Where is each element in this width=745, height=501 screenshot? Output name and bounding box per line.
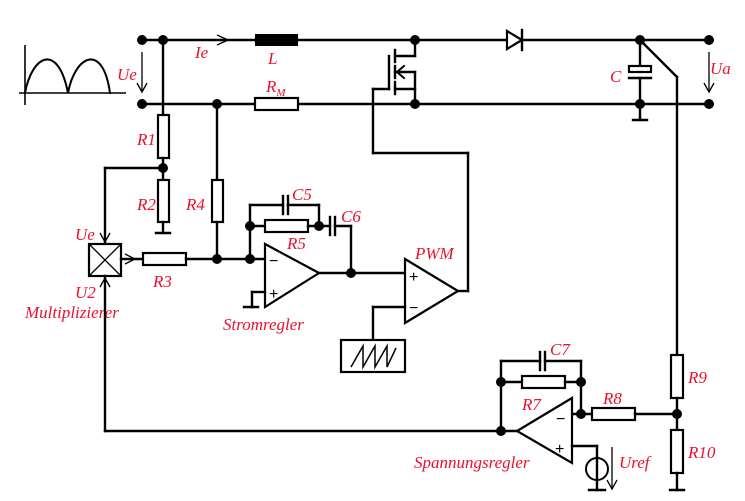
r3-label: R3 <box>152 272 172 291</box>
capacitor-label: C <box>610 67 622 86</box>
resistor-r2 <box>156 178 171 224</box>
r2-label: R2 <box>136 195 156 214</box>
ie-label: Ie <box>194 43 209 62</box>
opamp-plus-sign: + <box>555 441 564 458</box>
multiplier-block <box>87 232 145 288</box>
r8-label: R8 <box>602 389 622 408</box>
stromregler-label: Stromregler <box>223 315 304 334</box>
input-terminal-bottom <box>137 99 147 109</box>
node <box>410 35 420 45</box>
node <box>576 377 586 387</box>
voltage-regulator-feedback <box>499 350 679 433</box>
inductor-label: L <box>267 49 277 68</box>
node <box>314 221 324 231</box>
uref-label: Uref <box>619 453 652 472</box>
node <box>672 409 682 419</box>
r5-label: R5 <box>286 234 306 253</box>
pwm-comparator <box>371 257 461 342</box>
rm-label: RM <box>265 77 286 99</box>
ua-label: Ua <box>710 59 731 78</box>
resistor-r1 <box>156 113 171 160</box>
opamp-minus-sign: − <box>556 411 565 428</box>
voltage-feedback-wire <box>638 38 679 357</box>
inductor-l <box>255 34 298 46</box>
current-regulator-opamp <box>242 242 407 309</box>
ie-current-arrow <box>216 34 230 46</box>
node <box>410 99 420 109</box>
r9-label: R9 <box>687 368 707 387</box>
r10-label: R10 <box>687 443 716 462</box>
diode <box>505 28 525 52</box>
sawtooth-generator <box>339 338 407 374</box>
voltage-regulator-opamp <box>514 396 609 492</box>
multiplizierer-label: Multiplizierer <box>24 303 119 322</box>
opamp-minus-sign: − <box>269 253 278 270</box>
pwm-label: PWM <box>414 244 455 263</box>
ue-voltage-arrow <box>136 52 148 94</box>
node <box>158 163 168 173</box>
node <box>496 377 506 387</box>
uref-voltage-arrow <box>606 447 618 491</box>
node <box>245 221 255 231</box>
r1-label: R1 <box>136 130 156 149</box>
ua-voltage-arrow <box>703 52 715 94</box>
u2-label: U2 <box>75 283 96 302</box>
resistor-r3 <box>141 251 188 267</box>
ue-input-label: Ue <box>117 65 137 84</box>
input-terminal-top <box>137 35 147 45</box>
shunt-resistor-rm <box>253 96 300 112</box>
node <box>576 409 586 419</box>
r4-label: R4 <box>185 195 205 214</box>
node <box>635 99 645 109</box>
output-terminal-top <box>704 35 714 45</box>
output-terminal-bottom <box>704 99 714 109</box>
multiplier-feedback-wire <box>103 274 519 433</box>
resistor-r4-branch <box>210 102 225 261</box>
opamp-plus-sign: + <box>409 269 418 286</box>
node <box>346 268 356 278</box>
r9-r10-divider <box>668 353 686 492</box>
c7-label: C7 <box>550 340 571 359</box>
opamp-minus-sign: − <box>409 300 418 317</box>
node <box>212 254 222 264</box>
opamp-plus-sign: + <box>269 286 278 303</box>
r1-r2-divider <box>103 38 172 247</box>
current-regulator-feedback <box>248 194 353 275</box>
r7-label: R7 <box>521 395 542 414</box>
spannungsregler-label: Spannungsregler <box>414 453 530 472</box>
c6-label: C6 <box>341 207 361 226</box>
rectified-sine-icon <box>19 45 126 105</box>
c5-label: C5 <box>292 185 312 204</box>
ue-multiplier-label: Ue <box>75 225 95 244</box>
